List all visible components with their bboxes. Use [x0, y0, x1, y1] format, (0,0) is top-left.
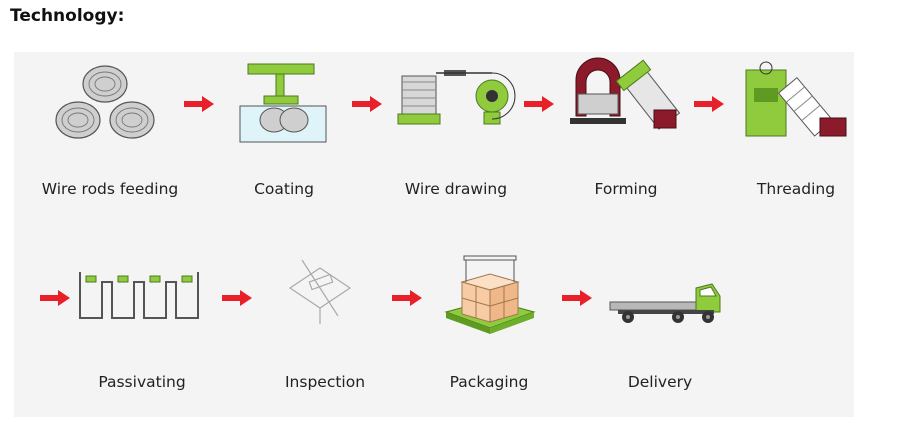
page-heading: Technology:	[10, 6, 125, 26]
step-packaging	[442, 252, 538, 336]
step-delivery	[608, 278, 728, 326]
arrow-icon	[524, 96, 554, 112]
arrow-icon	[352, 96, 382, 112]
arrow-icon	[184, 96, 214, 112]
step-label: Inspection	[284, 373, 366, 391]
step-forming	[566, 56, 686, 152]
step-label: Coating	[254, 180, 314, 198]
wire-drawing-machine-icon	[397, 70, 516, 125]
wire-coils-icon	[55, 65, 155, 139]
step-label: Wire rods feeding	[41, 180, 179, 198]
delivery-truck-icon	[609, 283, 721, 323]
inspection-icon	[288, 259, 352, 324]
step-label: Packaging	[449, 373, 529, 391]
step-wire-drawing	[396, 62, 516, 152]
passivating-tank-icon	[79, 272, 199, 319]
step-passivating	[76, 262, 216, 324]
step-coating	[234, 62, 334, 152]
step-wire-rods-feeding	[50, 62, 160, 152]
step-label: Wire drawing	[404, 180, 508, 198]
arrow-icon	[222, 290, 252, 306]
step-label: Threading	[756, 180, 836, 198]
step-label: Passivating	[98, 373, 186, 391]
step-threading	[740, 60, 850, 152]
step-inspection	[280, 258, 360, 330]
step-label: Forming	[594, 180, 658, 198]
arrow-icon	[392, 290, 422, 306]
step-label: Delivery	[627, 373, 693, 391]
arrow-icon	[40, 290, 70, 306]
forming-press-icon	[570, 57, 681, 130]
threading-machine-icon	[745, 61, 847, 137]
pallet-boxes-icon	[444, 255, 536, 334]
arrow-icon	[562, 290, 592, 306]
arrow-icon	[694, 96, 724, 112]
coating-bath-icon	[239, 63, 327, 143]
